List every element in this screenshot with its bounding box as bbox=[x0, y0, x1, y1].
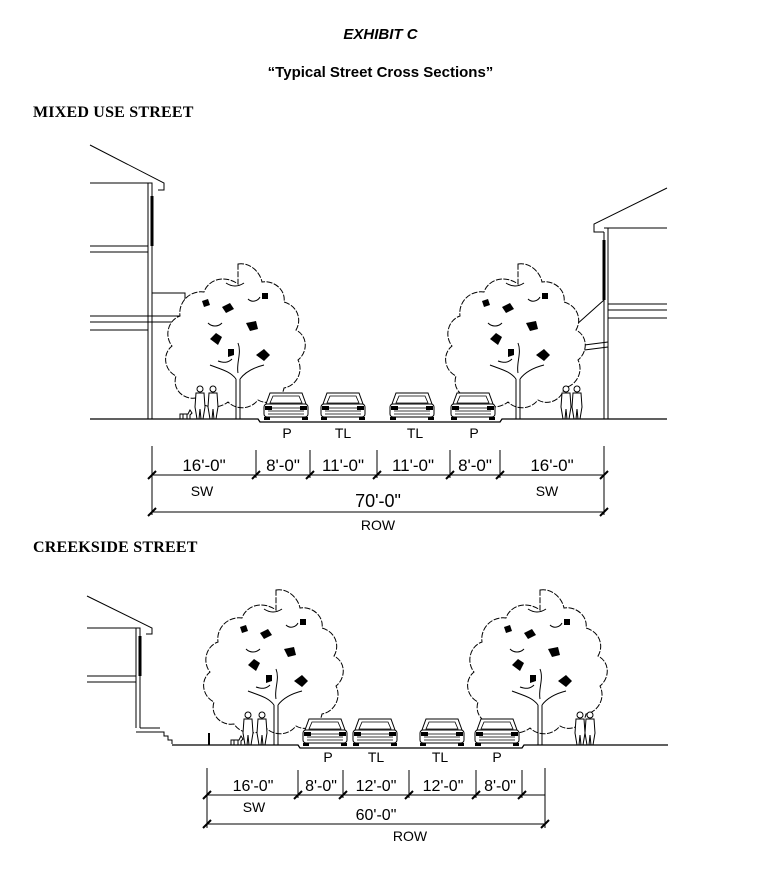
lane-code: P bbox=[469, 425, 478, 441]
segment-dimension: 11'-0" bbox=[392, 456, 434, 475]
car-icon bbox=[419, 718, 465, 747]
dog-icon bbox=[230, 735, 244, 746]
total-width: 70'-0" bbox=[355, 491, 401, 511]
segment-dimension: 8'-0" bbox=[484, 778, 516, 795]
total-width: 60'-0" bbox=[356, 807, 397, 824]
exhibit-title: EXHIBIT C bbox=[343, 26, 418, 43]
ground-line-creekside bbox=[172, 744, 668, 749]
sidewalk-label: SW bbox=[191, 483, 214, 499]
segment-dimension: 8'-0" bbox=[305, 778, 337, 795]
car-icon bbox=[474, 718, 520, 747]
lane-code: P bbox=[492, 749, 501, 765]
row-label: ROW bbox=[361, 517, 396, 533]
lane-code: TL bbox=[407, 425, 424, 441]
lane-code: P bbox=[323, 749, 332, 765]
left-building-creekside bbox=[86, 595, 173, 744]
sidewalk-label: SW bbox=[536, 483, 559, 499]
pedestrian-icon bbox=[571, 385, 583, 420]
segment-dimension: 12'-0" bbox=[423, 778, 464, 795]
dimension-lines-creekside bbox=[206, 768, 546, 828]
lane-code: TL bbox=[335, 425, 352, 441]
pedestrian-icon bbox=[584, 711, 596, 746]
car-icon bbox=[450, 392, 496, 421]
segment-dimension: 12'-0" bbox=[356, 778, 397, 795]
row-label: ROW bbox=[393, 828, 428, 844]
car-icon bbox=[389, 392, 435, 421]
lane-code: P bbox=[282, 425, 291, 441]
dimension-ticks-mixed bbox=[147, 470, 609, 517]
segment-dimension: 16'-0" bbox=[530, 456, 573, 475]
section-title-creekside: CREEKSIDE STREET bbox=[33, 539, 198, 556]
car-icon bbox=[302, 718, 348, 747]
lane-code: TL bbox=[368, 749, 385, 765]
ground-line-mixed bbox=[90, 418, 667, 423]
segment-dimension: 8'-0" bbox=[458, 456, 492, 475]
car-icon bbox=[320, 392, 366, 421]
exhibit-subtitle: “Typical Street Cross Sections” bbox=[267, 64, 494, 81]
section-title-mixed-use: MIXED USE STREET bbox=[33, 104, 194, 121]
segment-dimension: 16'-0" bbox=[233, 778, 274, 795]
segment-dimension: 11'-0" bbox=[322, 456, 364, 475]
car-icon bbox=[263, 392, 309, 421]
car-icon bbox=[352, 718, 398, 747]
sidewalk-label: SW bbox=[243, 799, 266, 815]
left-building-mixed bbox=[89, 144, 186, 419]
segment-dimension: 16'-0" bbox=[182, 456, 225, 475]
segment-dimension: 8'-0" bbox=[266, 456, 300, 475]
dog-icon bbox=[179, 409, 193, 420]
lane-code: TL bbox=[432, 749, 449, 765]
dimension-ticks-creekside bbox=[202, 790, 550, 829]
